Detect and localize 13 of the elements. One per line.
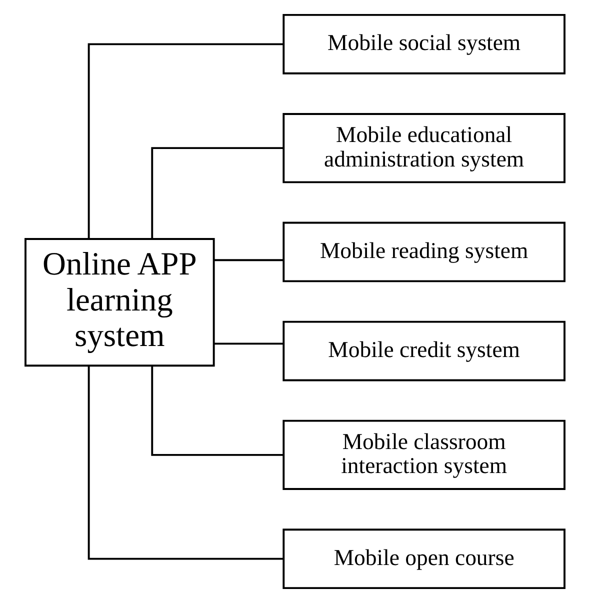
node-box: Mobile open course [282, 528, 566, 590]
node-box: Mobile classroom interaction system [282, 420, 566, 490]
connector [214, 259, 284, 262]
connector [151, 147, 284, 239]
node-box: Mobile educational administration system [282, 113, 566, 184]
connector [88, 43, 284, 238]
node-box: Mobile social system [282, 14, 566, 74]
connector [88, 366, 284, 560]
node-box: Mobile credit system [282, 320, 566, 382]
node-box: Online APP learning system [24, 238, 215, 367]
node-box: Mobile reading system [282, 222, 566, 282]
connector [214, 342, 284, 345]
connector [151, 366, 284, 456]
